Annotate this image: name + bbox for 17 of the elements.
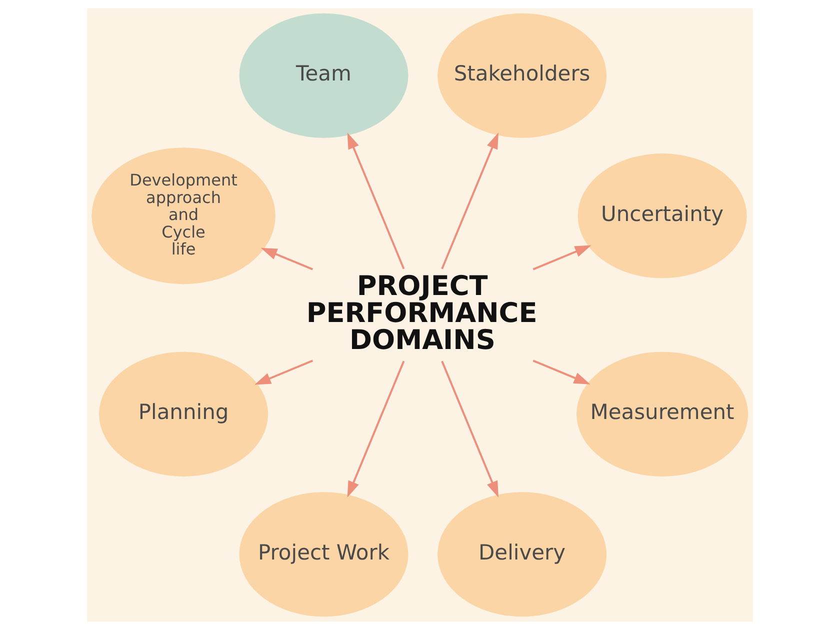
node-ellipse: Delivery xyxy=(438,492,607,617)
arrow xyxy=(260,248,314,270)
node-text: PROJECT PERFORMANCE DOMAINS xyxy=(306,270,538,356)
arrow xyxy=(532,245,592,270)
arrow xyxy=(254,360,314,385)
arrow xyxy=(347,132,405,270)
node-ellipse: Project Work xyxy=(239,492,408,617)
arrow xyxy=(441,132,498,270)
node-ellipse: Planning xyxy=(99,352,268,476)
arrow xyxy=(347,360,405,498)
arrow xyxy=(441,360,498,498)
node-ellipse: Uncertainty xyxy=(578,154,747,278)
arrow xyxy=(532,360,590,384)
node-ellipse: Stakeholders xyxy=(438,13,607,138)
node-ellipse: Development approach and Cycle life xyxy=(92,148,276,284)
node-ellipse: Team xyxy=(239,13,408,138)
node-ellipse: Measurement xyxy=(576,352,748,476)
